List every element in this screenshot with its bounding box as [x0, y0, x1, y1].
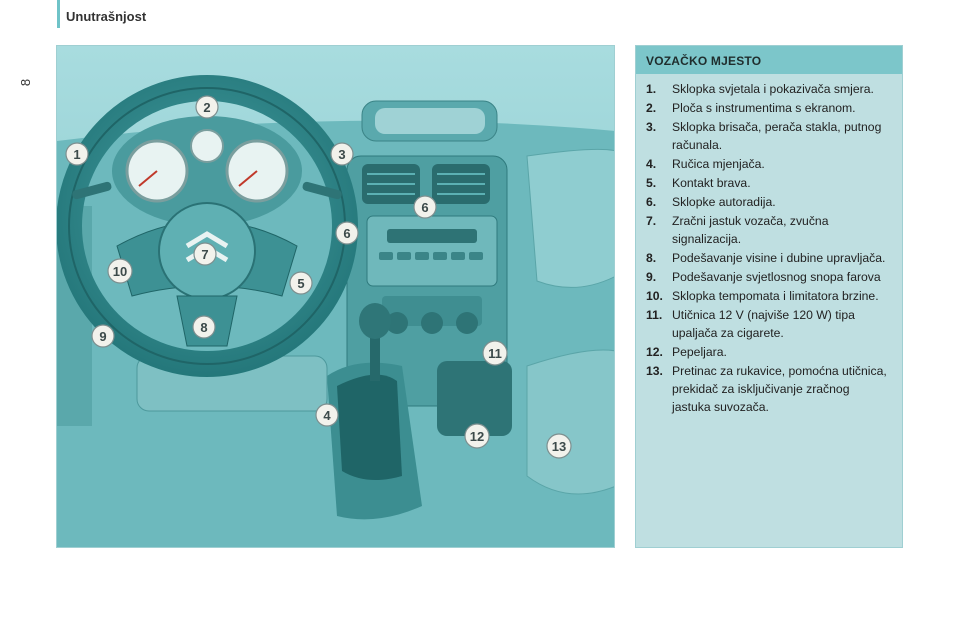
legend-item: 11. Utičnica 12 V (najviše 120 W) tipa up…	[646, 306, 888, 342]
legend-item-number: 2.	[646, 101, 657, 115]
legend-title: VOZAČKO MJESTO	[636, 46, 902, 74]
legend-item: 3. Sklopka brisača, perača stakla, putnog…	[646, 118, 888, 154]
radio-buttons	[379, 252, 483, 260]
section-marker-bar	[57, 0, 60, 28]
legend-item-text: Pretinac za rukavice, pomoćna utičnica, …	[672, 364, 887, 414]
tachometer-needle	[238, 170, 258, 187]
climate-knob-middle	[421, 312, 443, 334]
legend-item: 5. Kontakt brava.	[646, 174, 888, 192]
callout-10: 10	[107, 258, 133, 284]
svg-text:5: 5	[297, 276, 304, 291]
legend-list: 1.Sklopka svjetala i pokazivača smjera. …	[636, 74, 902, 416]
legend-item: 1. Sklopka svjetala i pokazivača smjera.	[646, 80, 888, 98]
svg-text:4: 4	[323, 408, 331, 423]
climate-knob-left	[386, 312, 408, 334]
svg-text:2: 2	[203, 100, 210, 115]
legend-item-number: 11.	[646, 308, 663, 322]
dashboard-illustration: 1 2 3 4 5 6 6 7 8 9 10 11 12 13	[56, 45, 615, 548]
legend-item-text: Pepeljara.	[672, 345, 727, 359]
legend-item-number: 8.	[646, 251, 657, 265]
light-stalk	[72, 181, 112, 200]
legend-item-text: Podešavanje svjetlosnog snopa farova	[672, 270, 881, 284]
legend-item-number: 1.	[646, 82, 657, 96]
legend-item: 13. Pretinac za rukavice, pomoćna utičnic…	[646, 362, 888, 416]
legend-item-text: Sklopka svjetala i pokazivača smjera.	[672, 82, 874, 96]
legend-item-text: Sklopka tempomata i limitatora brzine.	[672, 289, 879, 303]
svg-text:8: 8	[200, 320, 207, 335]
legend-item-text: Sklopka brisača, perača stakla, putnog r…	[672, 120, 882, 152]
svg-text:7: 7	[201, 247, 208, 262]
speedometer-needle	[138, 170, 158, 187]
legend-item-number: 5.	[646, 176, 657, 190]
glovebox	[526, 349, 614, 495]
legend-item-text: Ploča s instrumentima s ekranom.	[672, 101, 856, 115]
callout-4: 4	[315, 403, 339, 427]
svg-text:6: 6	[343, 226, 350, 241]
legend-item-text: Podešavanje visine i dubine upravljača.	[672, 251, 886, 265]
dashboard-drawing: 1 2 3 4 5 6 6 7 8 9 10 11 12 13	[57, 46, 614, 547]
vent-louvres	[367, 173, 485, 195]
legend-item-number: 6.	[646, 195, 657, 209]
legend-item-number: 10.	[646, 289, 663, 303]
svg-text:9: 9	[99, 329, 106, 344]
section-title: Unutrašnjost	[66, 9, 147, 24]
legend-item: 10. Sklopka tempomata i limitatora brzine…	[646, 287, 888, 305]
callout-9: 9	[91, 324, 115, 348]
callout-3: 3	[330, 142, 354, 166]
legend-item-number: 4.	[646, 157, 657, 171]
legend-item-text: Zračni jastuk vozača, zvučna signalizaci…	[672, 214, 829, 246]
legend-item: 7. Zračni jastuk vozača, zvučna signaliza…	[646, 212, 888, 248]
svg-text:11: 11	[488, 346, 502, 361]
svg-text:12: 12	[470, 429, 484, 444]
page-number: 8	[18, 78, 34, 87]
legend-item-text: Ručica mjenjača.	[672, 157, 765, 171]
callout-6-left: 6	[335, 221, 359, 245]
wiper-stalk	[302, 181, 342, 200]
legend-item: 9. Podešavanje svjetlosnog snopa farova	[646, 268, 888, 286]
legend-item: 2. Ploča s instrumentima s ekranom.	[646, 99, 888, 117]
mirror-glass	[375, 108, 485, 134]
legend-item-text: Kontakt brava.	[672, 176, 751, 190]
callout-1: 1	[65, 142, 89, 166]
legend-item-text: Utičnica 12 V (najviše 120 W) tipa upalj…	[672, 308, 855, 340]
legend-item-number: 13.	[646, 364, 663, 378]
radio-display	[387, 229, 477, 243]
callout-13: 13	[546, 433, 572, 459]
svg-text:6: 6	[421, 200, 428, 215]
legend-item: 12. Pepeljara.	[646, 343, 888, 361]
callout-2: 2	[195, 95, 219, 119]
legend-item-number: 12.	[646, 345, 663, 359]
svg-text:13: 13	[552, 439, 566, 454]
car-radio	[366, 215, 498, 287]
legend-item-number: 9.	[646, 270, 657, 284]
callout-7: 7	[193, 242, 217, 266]
callout-11: 11	[482, 340, 508, 366]
legend-item-number: 3.	[646, 120, 657, 134]
callout-5: 5	[289, 271, 313, 295]
gear-stick	[370, 326, 380, 381]
legend-panel: VOZAČKO MJESTO 1. Sklopka svjetala i poka…	[635, 45, 903, 548]
gear-boot	[337, 374, 402, 480]
legend-item: 6. Sklopke autoradija.	[646, 193, 888, 211]
climate-knob-right	[456, 312, 478, 334]
small-gauge	[190, 129, 224, 163]
legend-item: 4. Ručica mjenjača.	[646, 155, 888, 173]
svg-text:1: 1	[73, 147, 80, 162]
callout-8: 8	[192, 315, 216, 339]
gear-knob	[359, 303, 391, 339]
callout-12: 12	[464, 423, 490, 449]
legend-item: 8. Podešavanje visine i dubine upravljača…	[646, 249, 888, 267]
ashtray-block	[437, 361, 512, 436]
legend-item-text: Sklopke autoradija.	[672, 195, 776, 209]
svg-text:3: 3	[338, 147, 345, 162]
callout-6-right: 6	[413, 195, 437, 219]
svg-text:10: 10	[113, 264, 127, 279]
passenger-dash	[526, 148, 614, 288]
legend-item-number: 7.	[646, 214, 657, 228]
